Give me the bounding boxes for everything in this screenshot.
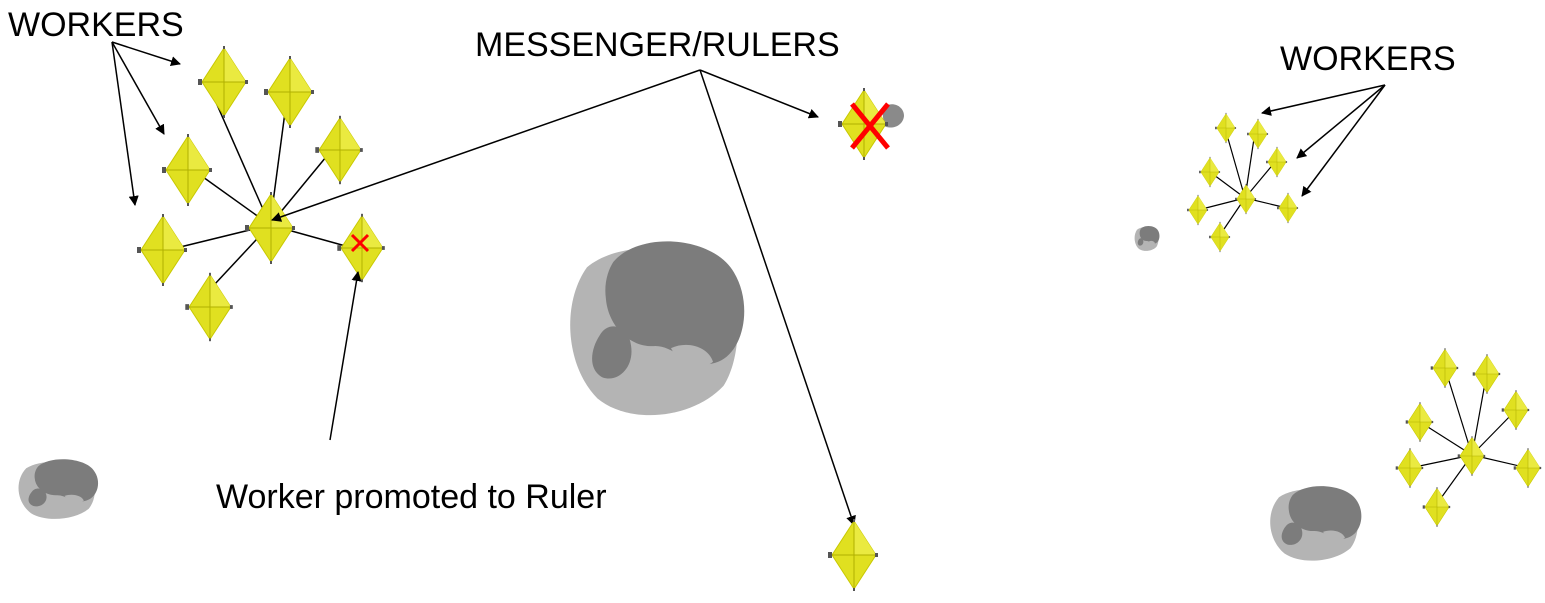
workers-label-left: WORKERS	[8, 6, 184, 44]
worker-craft-icon	[1501, 389, 1530, 431]
worker-craft-icon	[314, 115, 364, 185]
workers-left-arrows	[111, 41, 181, 206]
workers-label-right: WORKERS	[1280, 40, 1456, 78]
worker-craft-icon	[1276, 192, 1299, 224]
asteroid-icon	[1270, 486, 1362, 561]
messenger-craft-icon	[837, 87, 889, 161]
right-top-swarm	[1134, 112, 1299, 253]
asteroid-icon	[18, 459, 99, 519]
small-asteroid-icon	[1134, 226, 1160, 251]
small-red-x-mark-icon	[350, 233, 370, 253]
worker-craft-icon	[1186, 194, 1209, 226]
large-asteroid-icon	[570, 241, 745, 416]
worker-craft-icon	[1214, 112, 1237, 144]
worker-craft-icon	[184, 272, 234, 342]
worker-craft-icon	[1422, 486, 1451, 528]
large-red-x-mark-icon	[850, 102, 890, 150]
worker-craft-icon	[1405, 401, 1434, 443]
worker-craft-icon	[1513, 447, 1542, 489]
right-bottom-swarm	[1270, 347, 1542, 561]
promoted-arrow	[329, 271, 362, 441]
small-asteroid-icon	[882, 104, 904, 128]
worker-promoted-label: Worker promoted to Ruler	[216, 478, 607, 516]
worker-craft-icon	[1472, 353, 1501, 395]
worker-craft-icon	[136, 213, 188, 287]
worker-craft-icon	[1430, 347, 1459, 389]
messenger-destroyed	[837, 87, 904, 161]
worker-craft-icon	[1246, 118, 1269, 150]
worker-craft-icon	[1395, 447, 1424, 489]
messenger-craft-icon	[827, 518, 879, 592]
promoted-worker-craft-icon	[336, 213, 386, 283]
workers-right-arrows	[1261, 84, 1386, 197]
worker-craft-icon	[1198, 156, 1221, 188]
worker-craft-icon	[1208, 221, 1231, 253]
worker-craft-icon	[161, 133, 213, 207]
messenger-rulers-label: MESSENGER/RULERS	[475, 26, 840, 64]
worker-craft-icon	[1265, 146, 1288, 178]
worker-craft-icon	[263, 55, 315, 129]
worker-craft-icon	[197, 45, 249, 119]
messenger-arrows	[271, 69, 856, 526]
